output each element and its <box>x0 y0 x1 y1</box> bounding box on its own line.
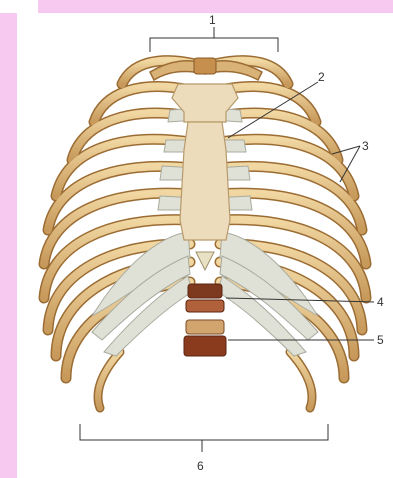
label-4: 4 <box>377 295 384 309</box>
label-6-bracket <box>80 424 328 452</box>
ribs-left <box>44 61 195 378</box>
label-5: 5 <box>377 333 384 347</box>
label-1: 1 <box>209 13 216 27</box>
xiphoid-process <box>196 252 214 270</box>
thoracic-vertebrae <box>184 284 226 356</box>
ribs-right <box>215 61 366 378</box>
floating-rib-tips <box>98 352 312 408</box>
label-2: 2 <box>318 70 325 84</box>
label-6: 6 <box>197 459 204 473</box>
label-3: 3 <box>362 139 369 153</box>
label-1-bracket <box>150 27 278 52</box>
